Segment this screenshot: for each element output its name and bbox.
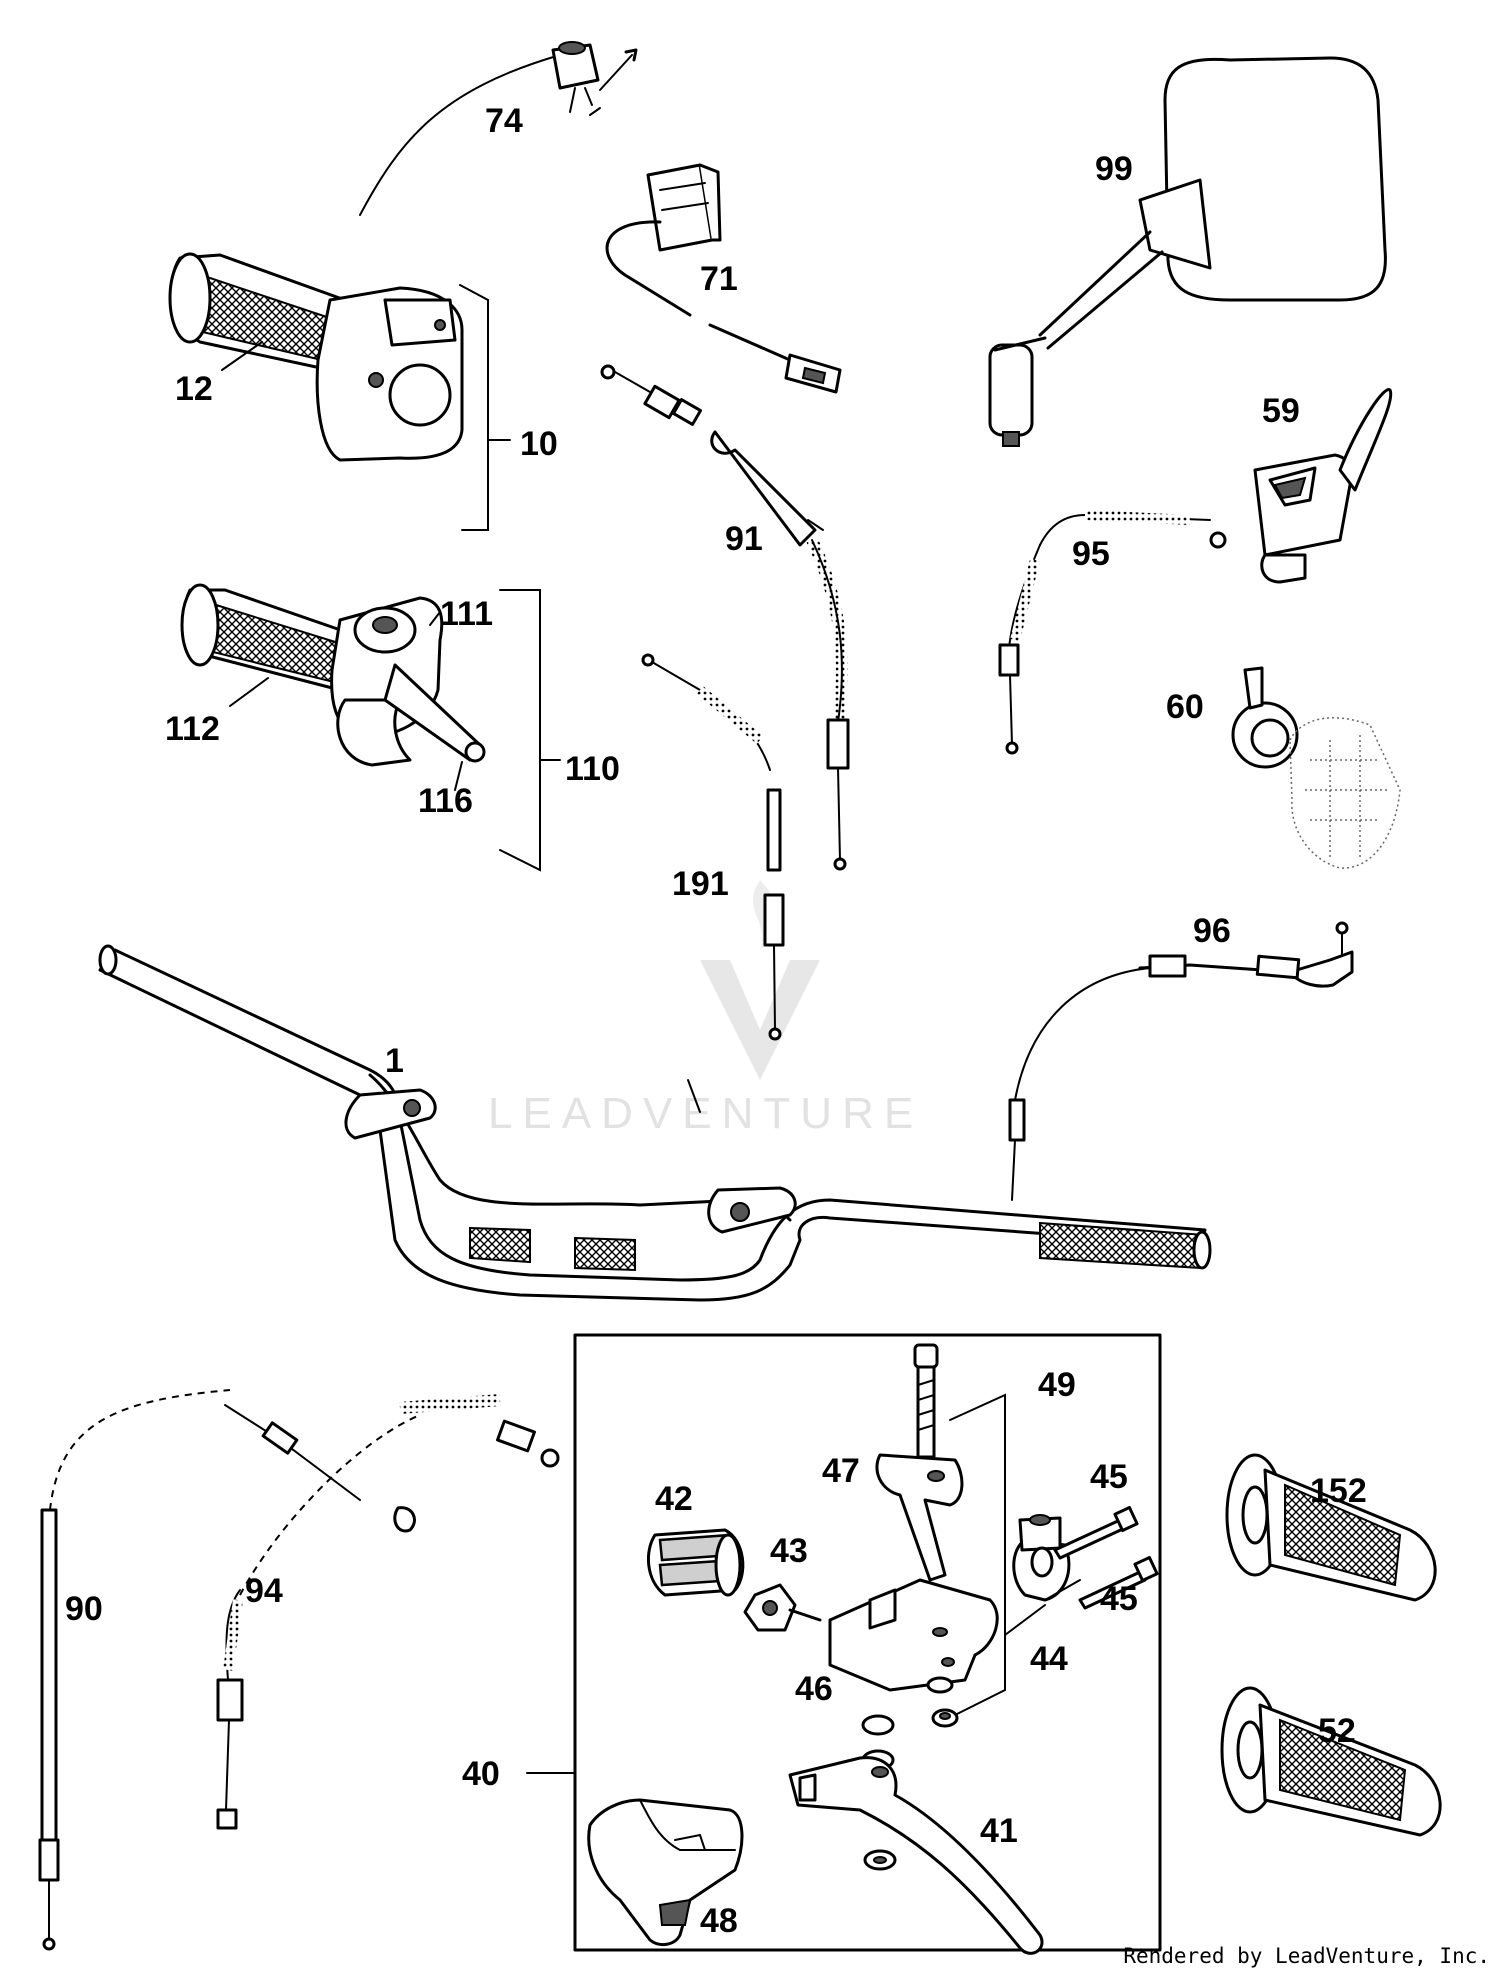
part-41-lever[interactable] [788, 1756, 1044, 1955]
part-152-grip[interactable] [1225, 1453, 1437, 1602]
label-1: 1 [385, 1042, 404, 1080]
label-49: 49 [1038, 1366, 1076, 1404]
label-42: 42 [655, 1480, 693, 1518]
label-99: 99 [1095, 150, 1133, 188]
label-152: 152 [1310, 1472, 1367, 1510]
part-116-throttle-lever[interactable] [383, 589, 541, 872]
label-116: 116 [418, 782, 473, 820]
part-12-grip[interactable] [168, 252, 347, 372]
part-48-cover[interactable] [587, 1798, 744, 1947]
label-44: 44 [1030, 1640, 1068, 1678]
part-94-cable[interactable] [216, 1394, 560, 1830]
part-42-adjuster-sleeve[interactable] [646, 1528, 745, 1597]
label-41: 41 [980, 1812, 1018, 1850]
part-74-switch[interactable] [359, 41, 638, 216]
part-99-mirror[interactable] [988, 56, 1387, 447]
part-labels: 74 71 99 12 10 59 91 95 111 112 60 110 1… [65, 102, 1367, 1940]
part-46-perch[interactable] [828, 1578, 999, 1692]
part-49-bolt[interactable] [913, 1343, 1006, 1716]
label-45-upper: 45 [1090, 1458, 1128, 1496]
label-12: 12 [175, 370, 213, 408]
label-94: 94 [245, 1572, 283, 1610]
label-60: 60 [1166, 688, 1204, 726]
label-90: 90 [65, 1590, 103, 1628]
label-111: 111 [440, 595, 493, 633]
watermark-logo [700, 880, 820, 1080]
part-45-bolt-lower[interactable] [1078, 1555, 1159, 1610]
label-74: 74 [485, 102, 523, 140]
render-credit: Rendered by LeadVenture, Inc. [1123, 1944, 1490, 1968]
label-112: 112 [165, 710, 220, 748]
part-95-cable[interactable] [998, 510, 1227, 755]
part-10-throttle-housing[interactable] [315, 284, 489, 531]
leader-lines [221, 341, 1081, 1636]
watermark-text: LEADVENTURE [488, 1089, 923, 1138]
part-60-clamp[interactable] [1231, 666, 1401, 869]
label-71: 71 [700, 260, 738, 298]
part-40-perch-assembly-box[interactable] [526, 1333, 1162, 1952]
part-59-switch-housing[interactable] [1253, 388, 1393, 584]
part-43-adjuster-knob[interactable] [743, 1583, 822, 1632]
label-10: 10 [520, 425, 558, 463]
part-112-grip[interactable] [180, 583, 357, 692]
label-110: 110 [565, 750, 620, 788]
label-59: 59 [1262, 392, 1300, 430]
part-96-cable[interactable] [1008, 921, 1354, 1201]
part-90-cable[interactable] [38, 1389, 231, 1951]
part-45-bolt-upper[interactable] [1053, 1505, 1139, 1560]
part-52-grip[interactable] [1220, 1686, 1442, 1837]
part-191-cable[interactable] [641, 653, 785, 1041]
label-40: 40 [462, 1755, 500, 1793]
label-52: 52 [1318, 1712, 1356, 1750]
label-46: 46 [795, 1670, 833, 1708]
part-71-kill-switch[interactable] [605, 163, 842, 394]
part-47-bracket[interactable] [875, 1453, 964, 1582]
part-1-handlebar[interactable] [98, 944, 1212, 1302]
part-111-throttle-body[interactable] [330, 596, 444, 767]
label-43: 43 [770, 1532, 808, 1570]
label-45-lower: 45 [1100, 1580, 1138, 1618]
part-44-clamp[interactable] [1012, 1514, 1071, 1602]
label-47: 47 [822, 1452, 860, 1490]
part-91-cable[interactable] [600, 364, 850, 871]
label-95: 95 [1072, 535, 1110, 573]
label-191: 191 [672, 865, 729, 903]
label-96: 96 [1193, 912, 1231, 950]
label-91: 91 [725, 520, 763, 558]
label-48: 48 [700, 1902, 738, 1940]
